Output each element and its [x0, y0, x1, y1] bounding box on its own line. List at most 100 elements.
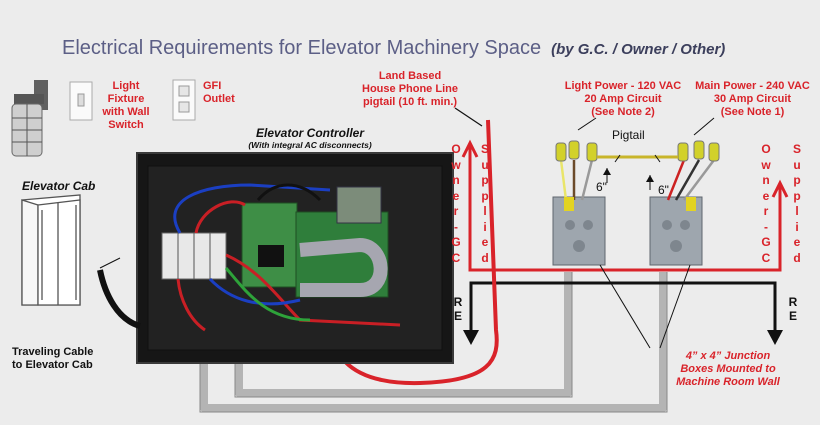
wire-nuts: [555, 140, 720, 162]
traveling-cable-leader: [99, 257, 121, 269]
supplied-right-ch: p: [793, 173, 801, 187]
controller-subtitle: (With integral AC disconnects): [248, 140, 372, 150]
light-power-label: Light Power - 120 VAC 20 Amp Circuit (Se…: [558, 80, 688, 119]
re-arrow-right: [767, 330, 783, 345]
main-power-line-2: 30 Amp Circuit: [713, 93, 792, 105]
re-left-ch: R: [453, 295, 463, 309]
re-right-ch: E: [788, 309, 797, 323]
owner-gc-right-ch: n: [762, 173, 770, 187]
junction-line-3: Machine Room Wall: [676, 376, 780, 388]
gfi-line-2: Outlet: [203, 93, 235, 105]
owner-gc-right-ch: r: [763, 204, 769, 218]
supplied-left-ch: S: [480, 142, 489, 156]
traveling-cable: [97, 269, 142, 329]
six-inch-right-label: 6": [658, 183, 669, 197]
connector-left: [564, 197, 574, 211]
traveling-cable-line-2: to Elevator Cab: [12, 359, 93, 371]
supplied-left: S u p p l i e d: [478, 142, 492, 266]
gfi-outlet-label: GFI Outlet: [203, 80, 235, 106]
light-fixture-line-3: with Wall: [102, 106, 150, 118]
owner-gc-right-ch: w: [761, 157, 771, 172]
supplied-left-ch: l: [483, 204, 487, 218]
junction-line-2: Boxes Mounted to: [680, 363, 776, 375]
supplied-left-ch: p: [481, 188, 489, 203]
controller-wires: [173, 183, 401, 332]
owner-gc-left-ch: n: [452, 173, 460, 187]
conduit-edges: [199, 272, 668, 413]
dim-arrow-left: [603, 168, 611, 175]
owner-gc-right-ch: O: [761, 142, 771, 156]
owner-gc-right-ch: C: [761, 250, 771, 265]
traveling-cable-label: Traveling Cable to Elevator Cab: [12, 346, 93, 372]
owner-gc-right: O w n e r - G C: [759, 142, 773, 266]
ribbon-cable: [299, 237, 388, 297]
controller-label: Elevator Controller (With integral AC di…: [220, 126, 400, 150]
light-power-line-2: 20 Amp Circuit: [584, 93, 662, 105]
owner-gc-left-ch: G: [451, 235, 461, 249]
re-right-ch: R: [788, 295, 798, 309]
light-power-line-1: Light Power - 120 VAC: [564, 80, 682, 92]
supplied-right-ch: u: [793, 157, 801, 172]
light-fixture-line-1: Light: [112, 80, 140, 92]
junction-wires: [559, 159, 715, 201]
owner-gc-right-ch: e: [762, 188, 770, 203]
supplied-right-ch: e: [793, 235, 801, 249]
supplied-left-ch: d: [481, 250, 489, 265]
chip: [258, 245, 284, 267]
owner-gc-left-ch: C: [451, 250, 461, 265]
supplied-right-ch: d: [793, 250, 801, 265]
phone-line-label: Land Based House Phone Line pigtail (10 …: [355, 70, 465, 109]
phone-leader: [454, 107, 483, 127]
owner-gc-left-ch: O: [451, 142, 461, 156]
phone-line-2: House Phone Line: [362, 83, 458, 95]
phone-line-3: pigtail (10 ft. min.): [362, 96, 458, 108]
junction-box-left: [552, 196, 606, 266]
supplied-right-ch: i: [795, 219, 799, 234]
traveling-cable-line-1: Traveling Cable: [12, 346, 94, 358]
owner-gc-left-ch: -: [454, 219, 458, 234]
re-right: R E: [786, 295, 800, 323]
title-subtitle: (by G.C. / Owner / Other): [551, 41, 726, 58]
re-arrow-left: [463, 330, 479, 345]
owner-gc-left-ch: e: [452, 188, 460, 203]
supplied-left-ch: i: [483, 219, 487, 234]
pigtail-label: Pigtail: [612, 128, 645, 142]
controller-title: Elevator Controller: [255, 126, 365, 140]
breaker-dividers: [177, 233, 211, 279]
owner-gc-left: O w n e r - G C: [449, 142, 463, 266]
power-supply: [336, 186, 382, 224]
supplied-right: S u p p l i e d: [790, 142, 804, 266]
owner-supplied-line: [461, 139, 789, 272]
re-line: [469, 281, 777, 340]
supplied-right-ch: p: [793, 188, 801, 203]
title-text: Electrical Requirements for Elevator Mac…: [62, 37, 542, 59]
supplied-left-ch: p: [481, 173, 489, 187]
diagram-title: Electrical Requirements for Elevator Mac…: [62, 37, 725, 60]
supplied-right-ch: l: [795, 204, 799, 218]
connector-right: [686, 197, 696, 211]
wall-switch-icon: [69, 81, 93, 121]
re-left-ch: E: [453, 309, 462, 323]
light-fixture-line-2: Fixture: [107, 93, 145, 105]
owner-gc-right-ch: G: [761, 235, 771, 249]
owner-gc-left-ch: r: [453, 204, 459, 218]
gfi-line-1: GFI: [203, 80, 222, 92]
junction-boxes-label: 4” x 4” Junction Boxes Mounted to Machin…: [672, 350, 784, 389]
light-power-line-3: (See Note 2): [591, 106, 655, 118]
elevator-cab: [21, 194, 81, 306]
leader-lines: [577, 117, 715, 349]
re-left: R E: [451, 295, 465, 323]
main-power-line-3: (See Note 1): [720, 106, 785, 118]
junction-line-1: 4” x 4” Junction: [685, 350, 771, 362]
phone-line-1: Land Based: [378, 70, 442, 82]
main-power-label: Main Power - 240 VAC 30 Amp Circuit (See…: [690, 80, 815, 119]
main-power-line-1: Main Power - 240 VAC: [695, 80, 810, 92]
supplied-right-ch: S: [792, 142, 801, 156]
supplied-left-ch: e: [481, 235, 489, 249]
elevator-cab-label: Elevator Cab: [22, 179, 96, 193]
conduit-inner: [235, 272, 572, 397]
gfi-outlet-icon: [172, 79, 196, 121]
supplied-left-ch: u: [481, 157, 489, 172]
owner-gc-right-ch: -: [764, 219, 768, 234]
